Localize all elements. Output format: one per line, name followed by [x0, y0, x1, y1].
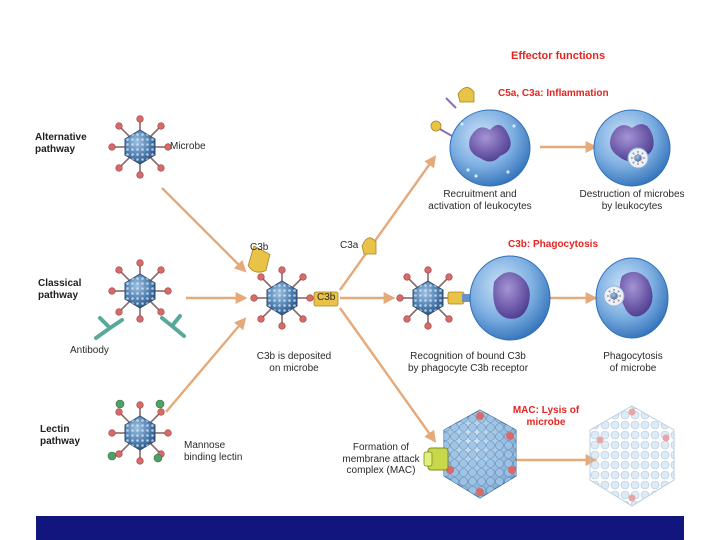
c3b-center-tag-label: C3b — [317, 292, 336, 303]
c3a-fragment — [361, 237, 377, 255]
pathway-alternative: Alternative pathway — [35, 132, 87, 155]
leukocyte-recruitment — [430, 97, 531, 187]
microbe-alternative — [107, 114, 173, 180]
phagocyte — [469, 255, 551, 341]
c3b-bound — [447, 291, 470, 305]
lysed-microbe — [589, 405, 675, 507]
effector-title: Effector functions — [511, 50, 606, 62]
c5a-molecule — [457, 87, 475, 103]
c3b-deposited-label: C3b is deposited on microbe — [256, 351, 332, 374]
recruitment-label: Recruitment and activation of leukocytes — [428, 189, 532, 212]
leukocyte-destruction — [593, 109, 671, 187]
microbe-center — [249, 265, 315, 331]
c3b-tag-label: C3b — [250, 242, 269, 253]
mac-microbe — [423, 409, 517, 499]
antibody-label: Antibody — [70, 345, 109, 356]
phagocytosis-label: Phagocytosis of microbe — [603, 351, 663, 374]
c3a-tag-label: C3a — [340, 240, 359, 251]
pathway-lectin: Lectin pathway — [40, 424, 81, 447]
recognition-label: Recognition of bound C3b by phagocyte C3… — [407, 351, 529, 374]
microbe-classical — [107, 258, 173, 324]
pathway-classical: Classical pathway — [38, 278, 82, 301]
mannose-lectin-label: Mannose binding lectin — [184, 440, 243, 463]
mac-formation-label: Formation of membrane attack complex (MA… — [342, 442, 420, 476]
effector-phagocytosis: C3b: Phagocytosis — [508, 239, 599, 250]
lectin-shapes — [107, 399, 165, 463]
effector-inflammation: C5a, C3a: Inflammation — [498, 88, 609, 99]
destruction-label: Destruction of microbes by leukocytes — [579, 189, 685, 212]
microbe-label: Microbe — [170, 141, 206, 152]
antibody-shapes — [94, 314, 186, 340]
microbe-lectin — [107, 400, 173, 466]
phagocyte-engulfed — [595, 257, 669, 339]
effector-lysis: MAC: Lysis of microbe — [512, 405, 580, 428]
c3b-fragment-center — [313, 291, 339, 307]
flow-arrows — [161, 141, 598, 466]
footer-bar — [36, 516, 684, 540]
c3b-fragment-top — [247, 245, 271, 273]
